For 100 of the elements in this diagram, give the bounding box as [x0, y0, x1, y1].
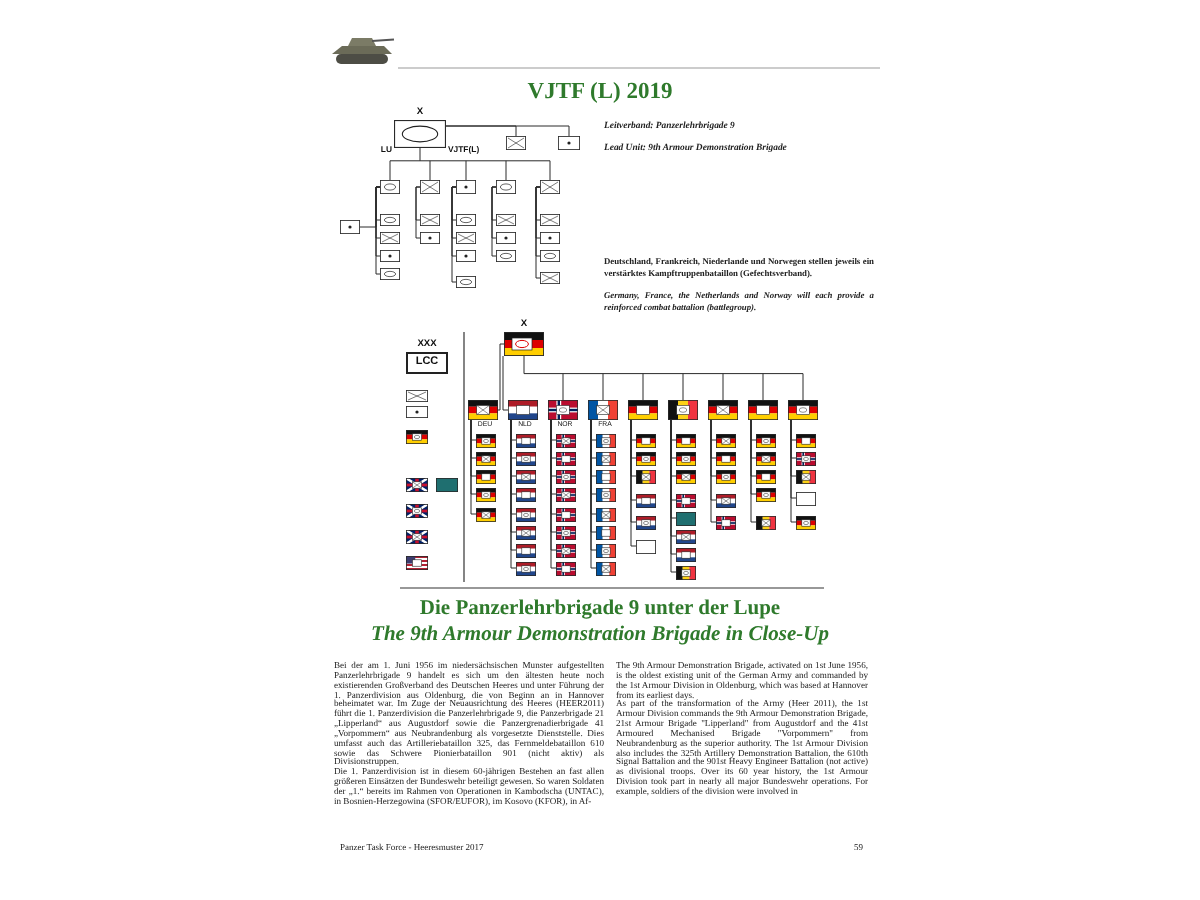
connector-line: [497, 343, 505, 411]
unit-symbol-icon: [540, 180, 560, 194]
unit-symbol-icon: [380, 180, 400, 194]
connector-line: [465, 160, 467, 181]
connector-line: [445, 125, 570, 137]
connector-line: [429, 160, 431, 181]
flag-icon: [476, 487, 496, 501]
unit-symbol-icon: [540, 250, 560, 262]
flag-icon: [476, 451, 496, 465]
flag-icon: [516, 507, 536, 521]
unit-symbol-icon: [406, 390, 428, 402]
unit-symbol-icon: [496, 214, 516, 226]
flag-icon: [796, 469, 816, 483]
flag-icon: [406, 478, 428, 492]
unit-symbol-icon: [496, 232, 516, 244]
flag-icon: [516, 525, 536, 539]
unit-symbol-icon: [420, 232, 440, 244]
flag-icon: [676, 547, 696, 561]
flag-icon: [556, 525, 576, 539]
flag-icon: [636, 469, 656, 483]
flag-icon: [516, 561, 536, 575]
unit-symbol-icon: [558, 136, 580, 150]
unit-symbol-icon: [506, 136, 526, 150]
unit-symbol-icon: [636, 539, 656, 553]
flag-icon: [516, 433, 536, 447]
connector-line: [722, 373, 724, 401]
flag-icon: [476, 507, 496, 521]
connector-line: [762, 373, 764, 401]
flag-icon: [756, 469, 776, 483]
connector-line: [375, 186, 381, 275]
connector-line: [602, 373, 604, 401]
flag-icon: [406, 430, 428, 444]
flag-icon: [716, 451, 736, 465]
connector-line: [630, 419, 637, 547]
connector-line: [491, 186, 497, 257]
connector-line: [682, 373, 684, 401]
connector-line: [470, 419, 477, 515]
flag-icon: [756, 433, 776, 447]
flag-icon: [556, 487, 576, 501]
flag-icon: [556, 469, 576, 483]
flag-icon: [406, 530, 428, 544]
unit-symbol-icon: [456, 214, 476, 226]
flag-icon: [796, 433, 816, 447]
flag-icon: [716, 433, 736, 447]
connector-line: [451, 186, 457, 283]
connector-line: [642, 373, 644, 401]
unit-symbol-icon: [380, 232, 400, 244]
flag-icon: [716, 515, 736, 529]
flag-icon: [516, 487, 536, 501]
connector-line: [502, 355, 509, 411]
flag-icon: [676, 493, 696, 507]
flag-icon: [596, 507, 616, 521]
unit-symbol-icon: [340, 220, 360, 234]
unit-symbol-icon: [380, 250, 400, 262]
flag-icon: [476, 433, 496, 447]
connector-line: [790, 419, 797, 523]
flag-icon: [556, 561, 576, 575]
connector-line: [505, 160, 507, 181]
flag-icon: [556, 433, 576, 447]
flag-icon: [556, 507, 576, 521]
unit-symbol-icon: [456, 180, 476, 194]
connector-line: [562, 373, 564, 401]
flag-icon: [596, 525, 616, 539]
unit-symbol-icon: [456, 250, 476, 262]
flag-icon: [596, 433, 616, 447]
flag-icon: [716, 493, 736, 507]
unit-symbol-icon: [380, 268, 400, 280]
unit-symbol-icon: [406, 406, 428, 418]
connector-line: [549, 160, 551, 181]
connector-line: [415, 186, 421, 239]
flag-icon: [556, 451, 576, 465]
flag-icon: [788, 400, 818, 420]
flag-icon: [636, 451, 656, 465]
connector-line: [535, 186, 541, 279]
flag-icon: [676, 433, 696, 447]
unit-symbol-icon: [796, 491, 816, 505]
unit-symbol-icon: [420, 180, 440, 194]
unit-symbol-icon: [496, 250, 516, 262]
flag-icon: [796, 451, 816, 465]
flag-icon: [596, 543, 616, 557]
flag-icon: [596, 469, 616, 483]
flag-icon: [636, 433, 656, 447]
flag-icon: [476, 469, 496, 483]
unit-symbol-icon: [540, 214, 560, 226]
flag-icon: [668, 400, 698, 420]
flag-icon: [796, 515, 816, 529]
flag-icon: [708, 400, 738, 420]
unit-symbol-icon: [496, 180, 516, 194]
unit-symbol-icon: [380, 214, 400, 226]
flag-icon: [756, 451, 776, 465]
section-heading: Die Panzerlehrbrigade 9 unter der Lupe: [419, 600, 781, 621]
flag-icon: [628, 400, 658, 420]
flag-icon: [596, 451, 616, 465]
flag-icon: [756, 487, 776, 501]
page-title: VJTF (L) 2019: [527, 80, 673, 104]
unit-symbol-icon: [540, 232, 560, 244]
flag-icon: [748, 400, 778, 420]
flag-icon: [676, 469, 696, 483]
flag-icon: [406, 504, 428, 518]
connector-line: [523, 355, 804, 375]
